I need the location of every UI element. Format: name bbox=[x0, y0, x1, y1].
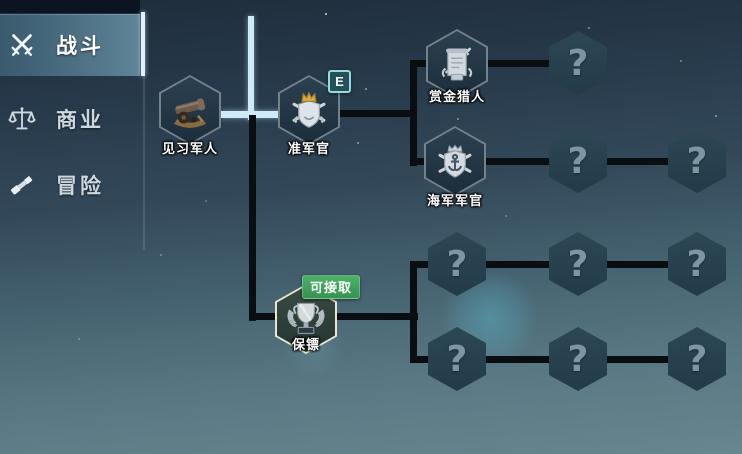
locked-node[interactable]: ? bbox=[549, 232, 607, 296]
tab-commerce-label: 商业 bbox=[56, 109, 104, 132]
connector-bracket-top bbox=[410, 60, 417, 166]
question-mark: ? bbox=[567, 42, 589, 84]
sidebar-scrollbar-track bbox=[143, 14, 145, 250]
locked-node[interactable]: ? bbox=[428, 327, 486, 391]
connector-highlight-horizontal bbox=[221, 111, 283, 118]
spyglass-icon bbox=[11, 176, 33, 195]
job-node-bodyguard[interactable]: 可接取 保镖 bbox=[275, 275, 361, 354]
available-badge: 可接取 bbox=[302, 275, 361, 299]
connector-rowA-end bbox=[605, 261, 670, 268]
tab-adventure-label: 冒险 bbox=[56, 175, 104, 198]
question-mark: ? bbox=[446, 338, 468, 380]
tab-combat-label: 战斗 bbox=[56, 35, 104, 58]
crossed-swords-icon bbox=[11, 34, 33, 56]
locked-node[interactable]: ? bbox=[549, 327, 607, 391]
wanted-scroll-icon bbox=[441, 47, 473, 81]
trophy-wings-icon bbox=[287, 302, 325, 334]
job-node-warrant-officer[interactable]: E 准军官 bbox=[278, 70, 351, 156]
tab-adventure[interactable]: 冒险 bbox=[0, 154, 140, 216]
question-mark: ? bbox=[567, 338, 589, 380]
tab-commerce[interactable]: 商业 bbox=[0, 88, 140, 150]
connector-rowB-in bbox=[412, 356, 432, 363]
tab-combat[interactable]: 战斗 bbox=[0, 14, 140, 76]
connector-navy-next2 bbox=[605, 158, 670, 165]
connector-rowB-end bbox=[605, 356, 670, 363]
locked-node[interactable]: ? bbox=[549, 129, 607, 193]
sidebar-scrollbar-thumb[interactable] bbox=[141, 12, 145, 76]
job-node-label: 准军官 bbox=[287, 141, 331, 156]
rank-badge: E bbox=[328, 70, 351, 93]
locked-node[interactable]: ? bbox=[668, 129, 726, 193]
question-mark: ? bbox=[686, 140, 708, 182]
job-node-label: 赏金猎人 bbox=[428, 89, 486, 104]
cannon-icon bbox=[173, 98, 207, 128]
locked-node[interactable]: ? bbox=[549, 31, 607, 95]
scales-icon bbox=[8, 107, 36, 130]
job-node-label: 海军军官 bbox=[426, 193, 484, 208]
connector-navy-next bbox=[484, 158, 551, 165]
connector-rowA-mid bbox=[484, 261, 551, 268]
locked-node[interactable]: ? bbox=[428, 232, 486, 296]
job-node-navy-officer[interactable]: 海军军官 bbox=[424, 126, 486, 208]
connector-highlight-vertical bbox=[248, 16, 254, 120]
connector-bracket-bottom bbox=[410, 261, 417, 363]
connector-bounty-next bbox=[486, 60, 551, 67]
job-node-label: 保镖 bbox=[291, 337, 321, 352]
connector-trunk-vertical bbox=[249, 115, 256, 321]
connector-navy-in bbox=[412, 158, 430, 165]
connector-rowB-mid bbox=[484, 356, 551, 363]
question-mark: ? bbox=[446, 243, 468, 285]
job-node-trainee-soldier[interactable]: 见习军人 bbox=[159, 75, 221, 156]
connector-rowA-in bbox=[412, 261, 432, 268]
question-mark: ? bbox=[686, 243, 708, 285]
question-mark: ? bbox=[567, 140, 589, 182]
question-mark: ? bbox=[686, 338, 708, 380]
connector-bounty-in bbox=[412, 60, 432, 67]
locked-node[interactable]: ? bbox=[668, 232, 726, 296]
locked-node[interactable]: ? bbox=[668, 327, 726, 391]
question-mark: ? bbox=[567, 243, 589, 285]
job-node-bounty-hunter[interactable]: 赏金猎人 bbox=[426, 29, 488, 104]
connector-warrant-right bbox=[337, 110, 417, 117]
sidebar-top-strip bbox=[0, 0, 140, 13]
anchor-shield-icon bbox=[438, 144, 472, 178]
job-node-label: 见习军人 bbox=[161, 141, 219, 156]
crown-shield-icon bbox=[292, 91, 326, 128]
